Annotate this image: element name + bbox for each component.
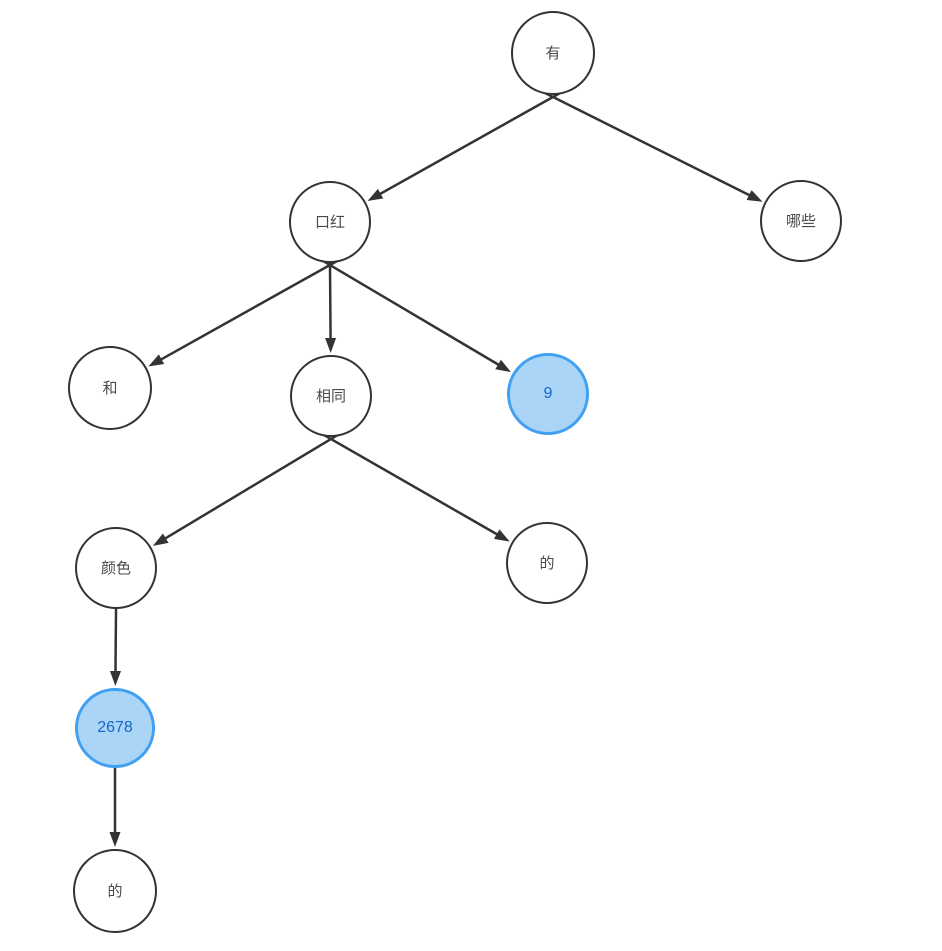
tree-node-9[interactable]: 9 <box>507 353 589 435</box>
edge-you-to-naxie <box>541 90 763 202</box>
tree-node-naxie[interactable]: 哪些 <box>760 180 842 262</box>
tree-node-label: 哪些 <box>785 212 816 230</box>
tree-node-kouhong[interactable]: 口红 <box>289 181 371 263</box>
arrowhead-icon <box>746 190 763 202</box>
arrowhead-icon <box>367 188 384 201</box>
edge-yanse-to-2678 <box>109 598 121 687</box>
tree-node-label: 颜色 <box>100 559 131 577</box>
edge-you-to-kouhong <box>367 90 565 201</box>
edge-2678-to-de-bottom <box>109 758 121 847</box>
tree-node-de-right[interactable]: 的 <box>506 522 588 604</box>
edge-kouhong-to-he <box>148 258 342 367</box>
tree-node-de-bottom[interactable]: 的 <box>73 849 157 933</box>
edge-xiangtong-to-de-right <box>319 431 510 542</box>
arrowhead-icon <box>495 359 511 373</box>
tree-node-label: 的 <box>539 554 555 572</box>
tree-node-you[interactable]: 有 <box>511 11 595 95</box>
tree-node-yanse[interactable]: 颜色 <box>75 527 157 609</box>
tree-node-label: 的 <box>107 882 123 900</box>
tree-node-label: 口红 <box>314 213 345 231</box>
arrowhead-icon <box>325 337 337 354</box>
edge-kouhong-to-9 <box>319 257 511 373</box>
edge-xiangtong-to-yanse <box>152 431 342 546</box>
arrowhead-icon <box>148 354 165 367</box>
edge-kouhong-to-xiangtong <box>325 252 337 354</box>
tree-node-label: 相同 <box>315 387 346 405</box>
tree-node-he[interactable]: 和 <box>68 346 152 430</box>
arrowhead-icon <box>109 832 121 847</box>
tree-node-label: 和 <box>102 379 118 397</box>
tree-node-label: 2678 <box>97 719 133 736</box>
tree-node-xiangtong[interactable]: 相同 <box>290 355 372 437</box>
tree-node-label: 9 <box>543 385 553 402</box>
tree-node-label: 有 <box>545 44 561 62</box>
tree-node-2678[interactable]: 2678 <box>75 688 155 768</box>
arrowhead-icon <box>493 529 510 542</box>
arrowhead-icon <box>109 670 121 687</box>
arrowhead-icon <box>152 533 169 546</box>
